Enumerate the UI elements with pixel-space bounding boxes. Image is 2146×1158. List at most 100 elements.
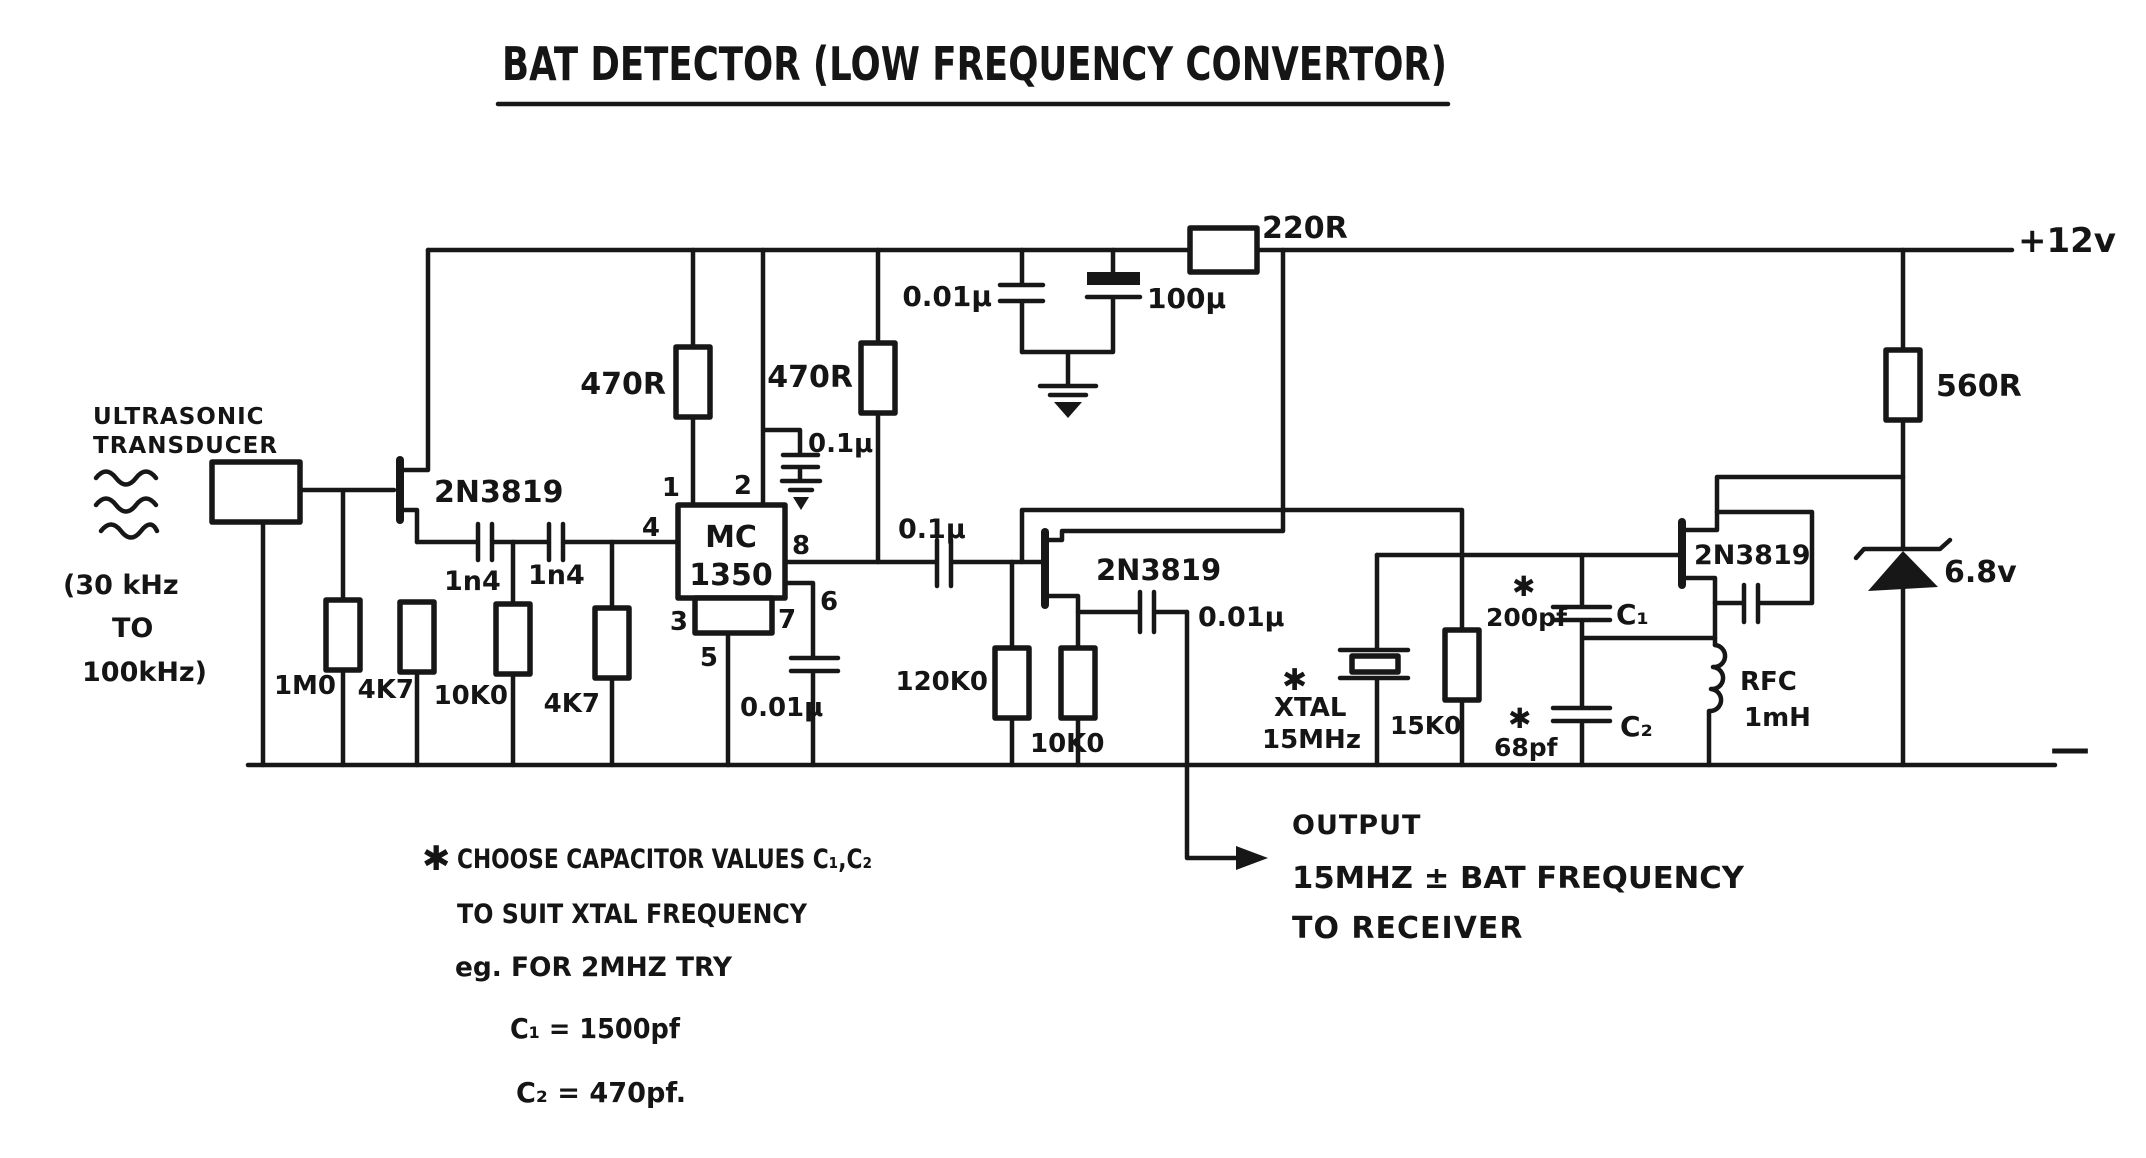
freq-range-2: TO [112, 613, 153, 644]
resistor-1m0 [323, 597, 363, 673]
output-arrow-icon [1236, 846, 1268, 870]
cap-pin6-label: 0.01μ [740, 693, 823, 723]
bias-resistors: 1M0 4K7 10K0 4K7 [274, 539, 632, 768]
ic-pin-1: 1 [662, 473, 680, 503]
power-rails: +12v — [245, 221, 2116, 772]
c1-name-label: C₁ [1616, 598, 1649, 631]
c2-value-label: 68pf [1494, 733, 1559, 762]
if-coupling: 0.1μ 120K0 [782, 514, 1044, 768]
ic-body [675, 502, 788, 601]
ic-pin-2: 2 [734, 471, 752, 501]
notes-line-1: CHOOSE CAPACITOR VALUES C₁,C₂ [457, 844, 872, 875]
resistor-15k0 [1442, 627, 1482, 703]
pin2-decoupling: 0.1μ [760, 247, 873, 510]
cap-100u-plus-plate [1087, 272, 1140, 285]
c1-value-label: 200pf [1486, 603, 1568, 632]
zener-cathode-bar [1853, 537, 1953, 561]
cap-supply-big-label: 100μ [1147, 282, 1226, 315]
cap-1n4-b-label: 1n4 [528, 560, 585, 591]
freq-range-3: 100kHz) [82, 657, 207, 688]
output-label-2: 15MHZ ± BAT FREQUENCY [1292, 861, 1745, 896]
resistor-120k0 [992, 645, 1032, 721]
cap-1n4-a [475, 521, 495, 563]
resistor-470r-b [858, 340, 898, 416]
cap-1n4-a-label: 1n4 [444, 566, 501, 597]
crystal-section: ✱ XTAL 15MHz 15K0 ✱ 200pf C₁ ✱ 68pf C₂ [1262, 552, 1718, 768]
notes-line-4: C₁ = 1500pf [510, 1012, 681, 1045]
c2-name-label: C₂ [1620, 710, 1653, 743]
resistor-10k0-b-label: 10K0 [1030, 729, 1104, 759]
osc-injection-wire [1019, 507, 1681, 633]
resistor-10k0-b [1058, 645, 1098, 721]
resistor-220r [1187, 225, 1260, 275]
ground-icon-small [793, 497, 809, 510]
cap-agc-label: 0.1μ [808, 429, 873, 459]
resistor-10k0-a [493, 601, 533, 677]
cap-supply-small-label: 0.01μ [902, 280, 992, 313]
supply-decoupling: 0.01μ 100μ [902, 247, 1226, 418]
ground-icon-main [1054, 402, 1082, 418]
ic-label-2: 1350 [689, 558, 773, 593]
xtal-label-1: XTAL [1274, 693, 1346, 723]
resistor-4k7-a-label: 4K7 [358, 675, 414, 705]
rfc-label-2: 1mH [1744, 703, 1811, 733]
negative-rail-mark: — [2050, 726, 2090, 772]
resistor-4k7-b [592, 605, 632, 681]
q3-label: 2N3819 [1694, 540, 1811, 571]
ic-label-1: MC [705, 520, 757, 555]
notes-bullet: ✱ [422, 839, 451, 879]
notes-line-2: TO SUIT XTAL FREQUENCY [457, 899, 807, 930]
transducer-body [209, 459, 303, 525]
sound-waves-icon [93, 469, 160, 540]
input-coupling-network: 1n4 1n4 [414, 521, 681, 597]
page-title: BAT DETECTOR (LOW FREQUENCY CONVERTOR) [502, 37, 1447, 91]
ic-pin-3: 3 [670, 607, 688, 637]
q1-label: 2N3819 [434, 475, 563, 510]
output-label-3: TO RECEIVER [1292, 911, 1524, 946]
rfc-coil-icon [1706, 642, 1728, 768]
resistor-4k7-a [397, 599, 437, 675]
resistor-470r-a-label: 470R [580, 367, 666, 402]
notes-line-3: eg. FOR 2MHZ TRY [455, 952, 732, 983]
c2-star: ✱ [1508, 702, 1531, 735]
ic-lower-body [692, 595, 775, 636]
regulator-branch: 560R 6.8v [1853, 247, 2022, 768]
c1-star: ✱ [1512, 570, 1535, 603]
xtal-label-2: 15MHz [1262, 725, 1361, 755]
transistor-q1: 2N3819 [396, 247, 563, 545]
cap-couple-label: 0.1μ [898, 514, 966, 545]
resistor-470r-b-label: 470R [767, 360, 853, 395]
resistor-15k0-label: 15K0 [1390, 711, 1462, 740]
resistor-470r-a [673, 344, 713, 420]
xtal-star: ✱ [1282, 663, 1307, 698]
output-label-1: OUTPUT [1292, 810, 1421, 841]
resistor-1m0-label: 1M0 [274, 671, 336, 701]
load-resistors: 470R 470R [580, 247, 898, 565]
resistor-220r-label: 220R [1262, 211, 1348, 246]
cap-out-label: 0.01μ [1198, 602, 1285, 633]
transducer-label-2: TRANSDUCER [93, 433, 278, 459]
transistor-q2: 2N3819 10K0 0.01μ [1030, 247, 1286, 768]
ic-pin-4: 4 [642, 513, 660, 543]
plus-12v-label: +12v [2018, 221, 2116, 261]
cap-1n4-b [546, 521, 566, 563]
crystal-body [1349, 653, 1401, 675]
rail-resistor: 220R [1187, 211, 1348, 275]
ultrasonic-transducer: ULTRASONIC TRANSDUCER (30 kHz TO 100kHz) [63, 404, 397, 768]
ic-pin-7: 7 [778, 605, 796, 635]
ic-mc1350: MC 1350 1 2 4 8 3 7 5 6 0.01μ [642, 471, 841, 768]
resistor-560r-label: 560R [1936, 369, 2022, 404]
transistor-q3: 2N3819 RFC 1mH [1678, 474, 1906, 768]
zener-diode-icon [1868, 551, 1938, 591]
output-section: OUTPUT 15MHZ ± BAT FREQUENCY TO RECEIVER [1184, 609, 1745, 946]
resistor-560r [1883, 347, 1923, 423]
rfc-label-1: RFC [1740, 667, 1797, 697]
freq-range-1: (30 kHz [63, 570, 179, 601]
notes-line-5: C₂ = 470pf. [516, 1076, 686, 1109]
resistor-4k7-b-label: 4K7 [544, 689, 600, 719]
resistor-120k0-label: 120K0 [895, 667, 988, 697]
zener-label: 6.8v [1944, 555, 2017, 590]
q2-label: 2N3819 [1096, 553, 1221, 587]
